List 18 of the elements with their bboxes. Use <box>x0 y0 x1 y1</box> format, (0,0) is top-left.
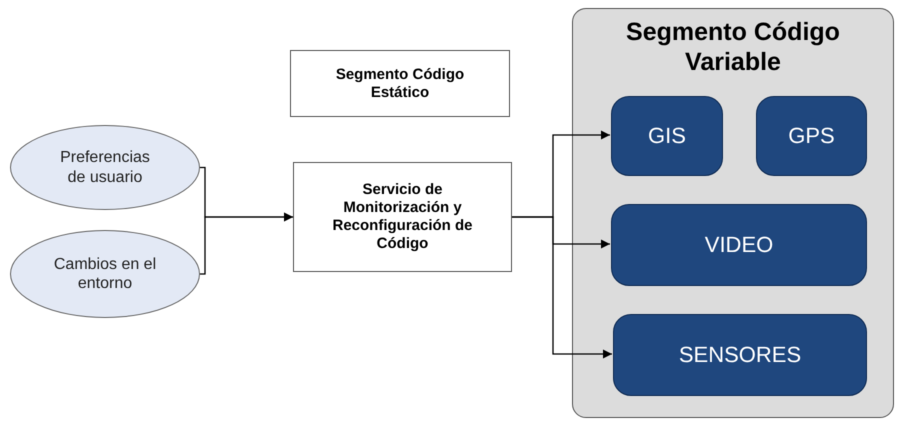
panel-title: Segmento Código Variable <box>625 17 841 77</box>
connector-arrow <box>200 212 293 275</box>
node-label: Segmento Código Estático <box>334 66 466 102</box>
node-label: GPS <box>788 122 835 150</box>
module-box <box>756 96 867 176</box>
node-label: GIS <box>648 122 686 150</box>
segment-panel <box>572 8 894 418</box>
module-box <box>611 204 867 286</box>
node-label: VIDEO <box>704 232 774 258</box>
process-box <box>293 162 512 272</box>
connector-arrow <box>512 216 612 358</box>
module-box <box>611 96 723 176</box>
node-label: SENSORES <box>678 342 802 368</box>
node-label: Servicio de Monitorización y Reconfiguración de Código <box>331 181 474 253</box>
node-label: Preferencias de usuario <box>59 148 151 187</box>
module-box <box>613 314 867 396</box>
process-box <box>290 50 510 117</box>
node-label: Cambios en el entorno <box>52 254 158 294</box>
